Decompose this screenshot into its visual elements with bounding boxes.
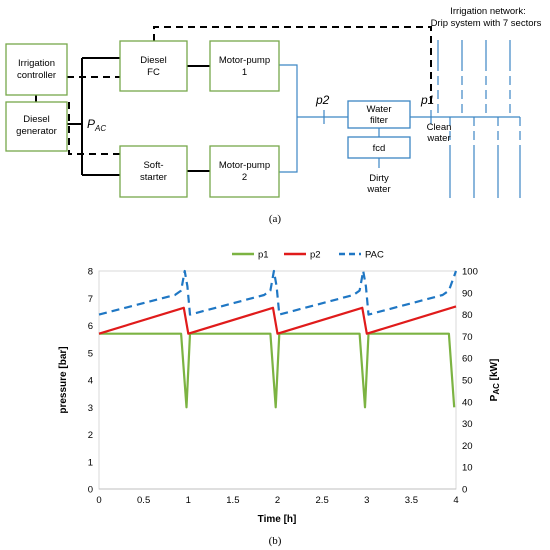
series-line-pac <box>98 269 458 316</box>
y-right-tick-label: 20 <box>462 441 473 452</box>
y-right-tick-label: 100 <box>462 267 478 278</box>
legend-label-pac: PAC <box>365 250 384 261</box>
network-subtitle: Drip system with 7 sectors <box>431 18 542 29</box>
svg-text:Water: Water <box>367 104 392 115</box>
y-right-tick-label: 60 <box>462 354 473 365</box>
svg-text:1: 1 <box>242 67 247 78</box>
x-tick-label: 3 <box>364 495 369 506</box>
control-line-top <box>67 26 432 108</box>
series-line-p1 <box>99 332 456 409</box>
y-axis-right-title: PAC [kW] <box>489 359 501 402</box>
drip-network <box>437 40 521 198</box>
y-right-tick-label: 40 <box>462 397 473 408</box>
svg-text:Soft-: Soft- <box>143 160 163 171</box>
y-left-tick-label: 6 <box>88 321 93 332</box>
x-tick-label: 3.5 <box>405 495 418 506</box>
svg-text:Motor-pump: Motor-pump <box>219 55 270 66</box>
system-diagram: Irrigation controller Diesel generator D… <box>5 6 542 225</box>
x-tick-label: 0.5 <box>137 495 150 506</box>
dirty-water-label-2: water <box>366 184 390 195</box>
svg-text:Diesel: Diesel <box>140 55 166 66</box>
svg-text:Irrigation: Irrigation <box>18 58 55 69</box>
y-axis-left-title: pressure [bar] <box>58 346 69 413</box>
pipe-pump1 <box>279 64 298 173</box>
chart-legend: p1 p2 PAC <box>232 250 384 261</box>
svg-text:fcd: fcd <box>373 143 386 154</box>
y-left-tick-label: 5 <box>88 348 93 359</box>
motor-pump-1-box: Motor-pump 1 <box>209 40 280 92</box>
y-left-tick-label: 2 <box>88 430 93 441</box>
y-left-tick-label: 1 <box>88 457 93 468</box>
y-left-tick-label: 3 <box>88 403 93 414</box>
legend-label-p2: p2 <box>310 250 321 261</box>
x-tick-label: 0 <box>96 495 101 506</box>
clean-water-label-2: water <box>426 133 450 144</box>
diesel-fc-box: Diesel FC <box>119 40 188 92</box>
svg-text:filter: filter <box>370 115 388 126</box>
y-right-tick-label: 10 <box>462 463 473 474</box>
x-axis-title: Time [h] <box>258 514 297 525</box>
y-right-tick-label: 0 <box>462 485 467 496</box>
legend-label-p1: p1 <box>258 250 269 261</box>
clean-water-label: Clean <box>427 122 452 133</box>
y-right-tick-label: 70 <box>462 332 473 343</box>
svg-text:starter: starter <box>140 172 167 183</box>
svg-text:FC: FC <box>147 67 160 78</box>
network-title: Irrigation network: <box>450 6 526 17</box>
motor-pump-2-box: Motor-pump 2 <box>209 145 280 198</box>
svg-text:controller: controller <box>17 70 56 81</box>
y-right-tick-label: 90 <box>462 288 473 299</box>
y-left-tick-label: 4 <box>88 376 93 387</box>
caption-a: (a) <box>269 213 282 225</box>
pac-label: PAC <box>87 117 106 133</box>
chart-frame <box>98 270 457 490</box>
y-right-tick-label: 30 <box>462 419 473 430</box>
chart-series <box>98 269 458 409</box>
x-tick-label: 1 <box>186 495 191 506</box>
svg-text:2: 2 <box>242 172 247 183</box>
soft-starter-box: Soft- starter <box>119 145 188 198</box>
fcd-box: fcd <box>347 136 411 159</box>
y-left-tick-label: 8 <box>88 267 93 278</box>
irrigation-controller-box: Irrigation controller <box>5 43 68 96</box>
x-tick-label: 2.5 <box>316 495 329 506</box>
y-left-tick-label: 0 <box>88 485 93 496</box>
series-line-p2 <box>98 305 457 335</box>
y-right-tick-label: 80 <box>462 310 473 321</box>
svg-text:Diesel: Diesel <box>23 114 49 125</box>
x-tick-label: 1.5 <box>226 495 239 506</box>
p1-label: p1 <box>420 93 434 107</box>
y-right-tick-label: 50 <box>462 376 473 387</box>
y-left-tick-label: 7 <box>88 294 93 305</box>
svg-text:Motor-pump: Motor-pump <box>219 160 270 171</box>
x-tick-label: 2 <box>275 495 280 506</box>
water-filter-box: Water filter <box>347 100 411 129</box>
dirty-water-label: Dirty <box>369 173 389 184</box>
p2-label: p2 <box>315 93 330 107</box>
x-tick-label: 4 <box>453 495 458 506</box>
caption-b: (b) <box>269 535 282 547</box>
control-line-softstarter <box>68 102 120 155</box>
power-bus <box>35 57 210 176</box>
diesel-generator-box: Diesel generator <box>5 101 68 152</box>
svg-text:generator: generator <box>16 126 57 137</box>
